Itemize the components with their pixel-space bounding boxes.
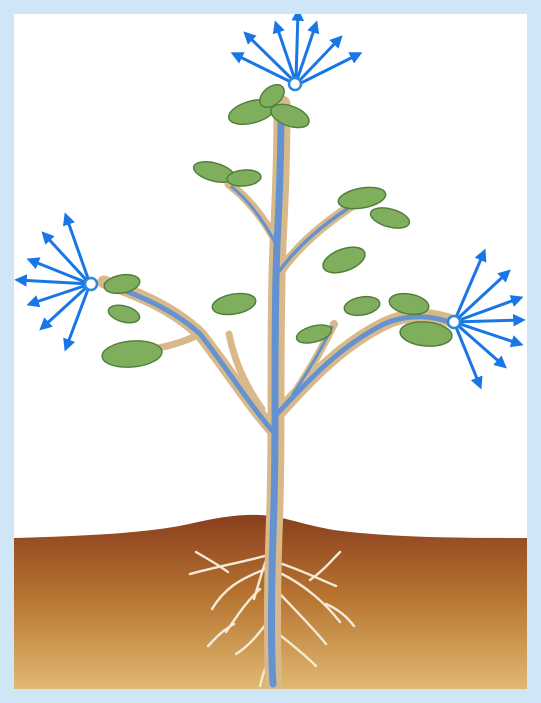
transpiration-arrows-top (234, 14, 359, 84)
leaf (211, 290, 258, 317)
stomata-icon-top (289, 78, 301, 90)
arrow-icon (299, 54, 359, 84)
leaf (106, 302, 141, 326)
transpiration-arrows-right (454, 252, 522, 386)
transpiration-arrows-left (18, 216, 90, 348)
arrow-icon (66, 216, 90, 284)
arrow-icon (454, 320, 522, 322)
arrow-icon (44, 234, 90, 284)
stomata-icon-right (448, 316, 460, 328)
leaf (101, 338, 163, 369)
arrow-icon (234, 54, 295, 84)
plant-transpiration-diagram (14, 14, 527, 689)
arrow-icon (454, 272, 508, 322)
diagram-panel (14, 14, 527, 689)
leaf (343, 294, 382, 318)
arrow-icon (296, 14, 298, 80)
arrow-icon (454, 322, 520, 344)
stomata-icon-left (85, 278, 97, 290)
leaf (368, 204, 411, 232)
leaf (320, 242, 369, 278)
